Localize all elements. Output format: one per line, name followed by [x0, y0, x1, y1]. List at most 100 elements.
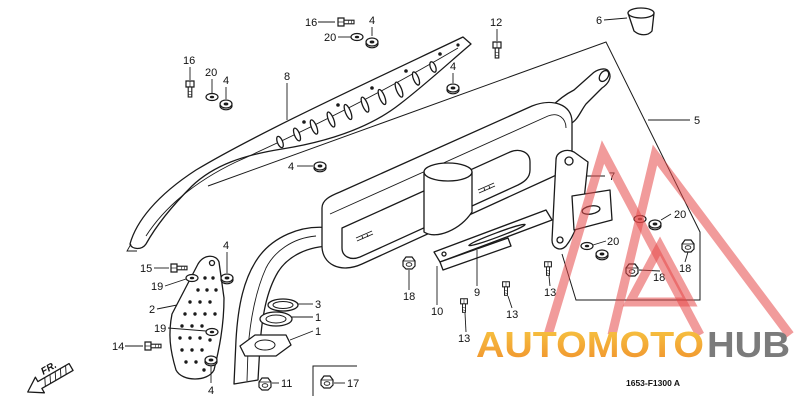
callout-label: 18 [403, 291, 415, 303]
lower-strip [439, 237, 512, 271]
perforation-hole [180, 324, 184, 328]
grommet-icon [219, 99, 233, 111]
grommet-icon [365, 37, 379, 49]
heat-shield-slot [394, 81, 404, 98]
nut-icon [402, 256, 416, 270]
assembly-outline [207, 41, 701, 301]
callout-label: 5 [694, 115, 700, 127]
callout-label: 1 [315, 326, 321, 338]
callout-label: 15 [140, 263, 152, 275]
perforation-hole [180, 348, 184, 352]
heat-shield-slot [377, 88, 387, 106]
heat-shield-hole [456, 43, 460, 47]
leader-line [603, 17, 628, 21]
callout-label: 4 [223, 75, 229, 87]
perforation-hole [194, 360, 198, 364]
perforation-hole [188, 300, 192, 304]
grommet-icon [204, 355, 218, 367]
callout-label: 4 [450, 61, 456, 73]
callout-label: 4 [369, 15, 375, 27]
callout-label: 19 [154, 323, 166, 335]
heat-shield-hole [302, 120, 306, 124]
leader-line [156, 304, 178, 310]
muffler-heat-band [423, 171, 473, 236]
bolt-icon [460, 298, 468, 313]
callout-labels: 16 20 4 12 6 16 20 4 8 4 5 4 7 20 20 18 … [112, 15, 700, 397]
rubber-cap [627, 12, 655, 36]
heat-shield-slot [292, 127, 302, 142]
heat-shield-slot [326, 111, 336, 128]
leader-line [684, 251, 689, 263]
perforation-hole [202, 368, 206, 372]
perforation-hole [193, 312, 197, 316]
heat-shield-hook [126, 243, 137, 252]
washer-icon [185, 273, 199, 283]
callout-label: 17 [347, 378, 359, 390]
leader-line [289, 330, 314, 341]
perforation-hole [200, 348, 204, 352]
callout-label: 13 [506, 309, 518, 321]
callout-label: 20 [205, 67, 217, 79]
leader-line [660, 213, 672, 221]
heat-guard [169, 255, 225, 380]
muffler-stud [355, 230, 374, 242]
heat-shield [126, 36, 472, 252]
callout-label: 13 [458, 333, 470, 345]
diagram-code: 1653-F1300 A [626, 378, 680, 388]
callout-label: 11 [281, 378, 292, 390]
heat-shield-hole [336, 103, 340, 107]
grommet-icon [595, 249, 609, 261]
heat-shield-slot [360, 96, 370, 113]
callout-label: 14 [112, 341, 124, 353]
callout-label: 12 [490, 17, 502, 29]
heat-shield-slot [276, 135, 284, 149]
heat-shield-slot [429, 61, 437, 73]
gasket-inner [265, 314, 287, 324]
nut-icon [681, 239, 695, 253]
callout-label: 4 [223, 240, 229, 252]
exhaust-flange-bore [254, 339, 276, 351]
heat-shield-slot [343, 103, 353, 121]
heat-guard-mount-hole [208, 259, 216, 267]
perforation-hole [211, 276, 215, 280]
mounting-strip-slot [468, 223, 526, 247]
muffler-tail-outlet [598, 69, 610, 83]
muffler-stud [477, 182, 496, 194]
perforation-hole [178, 336, 182, 340]
callout-label: 18 [679, 263, 691, 275]
hardware-box-outline [312, 365, 357, 396]
callout-label: 16 [183, 55, 195, 67]
washer-icon [205, 327, 219, 337]
bracket-hole [564, 156, 574, 166]
callout-label: 18 [653, 272, 665, 284]
perforation-hole [196, 288, 200, 292]
heat-shield-hole [438, 52, 442, 56]
perforation-hole [200, 324, 204, 328]
callout-label: 10 [431, 306, 443, 318]
exhaust-flange [239, 334, 292, 357]
bolt-icon [544, 261, 552, 276]
washer-icon [205, 92, 219, 102]
front-direction-indicator: FR. [27, 360, 74, 394]
perforation-hole [205, 288, 209, 292]
watermark-brand-primary: AUTOMOTO [476, 324, 704, 365]
watermark-triangle-logo-icon [543, 140, 794, 338]
bolt-icon [337, 17, 355, 27]
leader-line [167, 327, 207, 332]
callout-label: 3 [315, 299, 321, 311]
perforation-hole [190, 324, 194, 328]
bracket-hole [556, 236, 564, 244]
grommet-icon [648, 219, 662, 231]
perforation-hole [208, 338, 212, 342]
callout-label: 4 [208, 385, 214, 397]
callout-label: 13 [544, 287, 556, 299]
heat-shield-hole [370, 86, 374, 90]
bolt-icon [185, 80, 195, 98]
bolt-icon [492, 41, 502, 59]
callout-label: 19 [151, 281, 163, 293]
perforation-hole [198, 336, 202, 340]
bolt-icon [144, 341, 162, 351]
perforation-hole [208, 300, 212, 304]
perforation-hole [188, 336, 192, 340]
watermark-brand-secondary: HUB [707, 324, 790, 365]
